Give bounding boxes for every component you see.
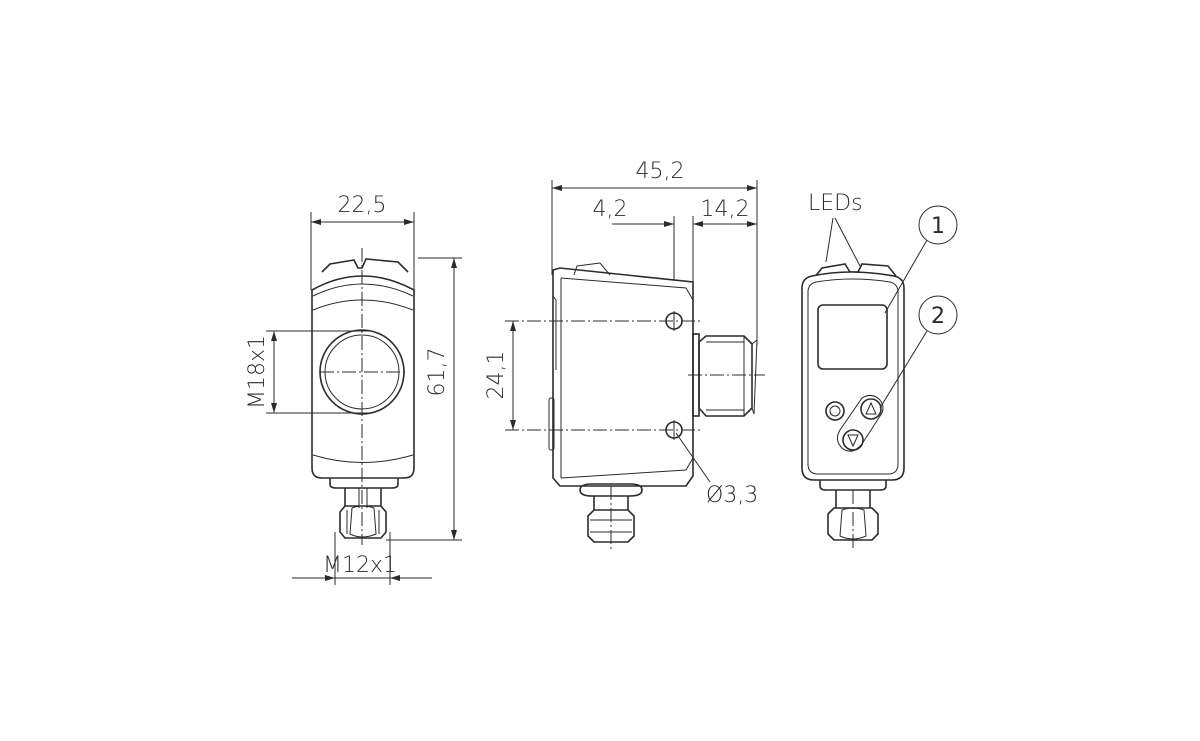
circle-button-icon[interactable] xyxy=(825,401,845,421)
thread-dimension-label: M18x1 xyxy=(245,335,270,409)
hole-diameter-label: Ø3,3 xyxy=(706,483,758,508)
front-view: 22,5 M18x1 61,7 xyxy=(245,193,462,585)
callout-2-circle xyxy=(918,295,958,335)
side-view: 45,2 4,2 14,2 24,1 Ø3,3 xyxy=(484,159,765,550)
offset-dimension-label: 4,2 xyxy=(593,197,628,222)
display-screen xyxy=(817,304,888,370)
callout-1-number: 1 xyxy=(931,214,945,239)
up-triangle-button-icon[interactable] xyxy=(860,398,882,420)
callout-1-circle xyxy=(918,205,958,245)
rear-view: LEDs 1 2 xyxy=(801,191,958,548)
connector-length-label: 14,2 xyxy=(701,197,750,222)
height-dimension-label: 61,7 xyxy=(425,348,450,397)
width-dimension-label: 22,5 xyxy=(338,193,387,218)
down-triangle-button-icon[interactable] xyxy=(842,429,864,451)
overall-length-label: 45,2 xyxy=(636,159,685,184)
leds-label: LEDs xyxy=(808,191,863,216)
hole-spacing-label: 24,1 xyxy=(484,351,509,400)
callout-2-number: 2 xyxy=(931,304,945,329)
connector-dimension-label: M12x1 xyxy=(323,553,397,578)
